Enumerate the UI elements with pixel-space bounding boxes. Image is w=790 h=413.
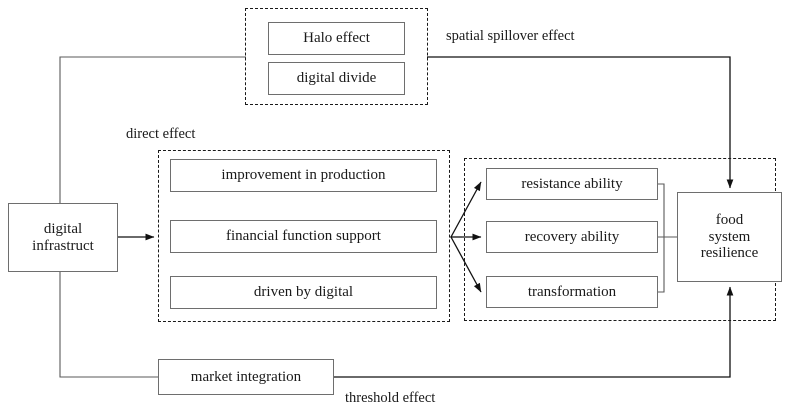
label-threshold-effect: threshold effect [345, 390, 436, 406]
node-digital-infrastructure[interactable]: digital infrastruct [8, 203, 118, 272]
line-source-to-market-integration [59, 272, 158, 378]
node-food-system-resilience-line1: food [715, 211, 744, 228]
node-market-integration[interactable]: market integration [158, 359, 334, 395]
node-digital-infrastructure-line2: infrastruct [32, 237, 94, 254]
node-food-system-resilience-label: food system resilience [701, 212, 758, 262]
node-resistance-ability[interactable]: resistance ability [486, 168, 658, 200]
node-digital-infrastructure-label: digital infrastruct [32, 221, 94, 255]
node-recovery-ability[interactable]: recovery ability [486, 221, 658, 253]
node-food-system-resilience-line3: resilience [700, 245, 759, 262]
node-food-system-resilience[interactable]: food system resilience [677, 192, 782, 282]
node-financial-function-support[interactable]: financial function support [170, 220, 437, 253]
label-direct-effect: direct effect [126, 126, 196, 142]
node-digital-infrastructure-line1: digital [43, 220, 83, 237]
node-improvement-in-production[interactable]: improvement in production [170, 159, 437, 192]
label-spatial-spillover-effect: spatial spillover effect [446, 28, 575, 44]
node-transformation[interactable]: transformation [486, 276, 658, 308]
node-driven-by-digital[interactable]: driven by digital [170, 276, 437, 309]
node-food-system-resilience-line2: system [708, 228, 751, 245]
spatial-spillover-group-container [245, 8, 428, 105]
node-digital-divide[interactable]: digital divide [268, 62, 405, 95]
node-halo-effect[interactable]: Halo effect [268, 22, 405, 55]
direct-effect-group-container [158, 150, 450, 322]
